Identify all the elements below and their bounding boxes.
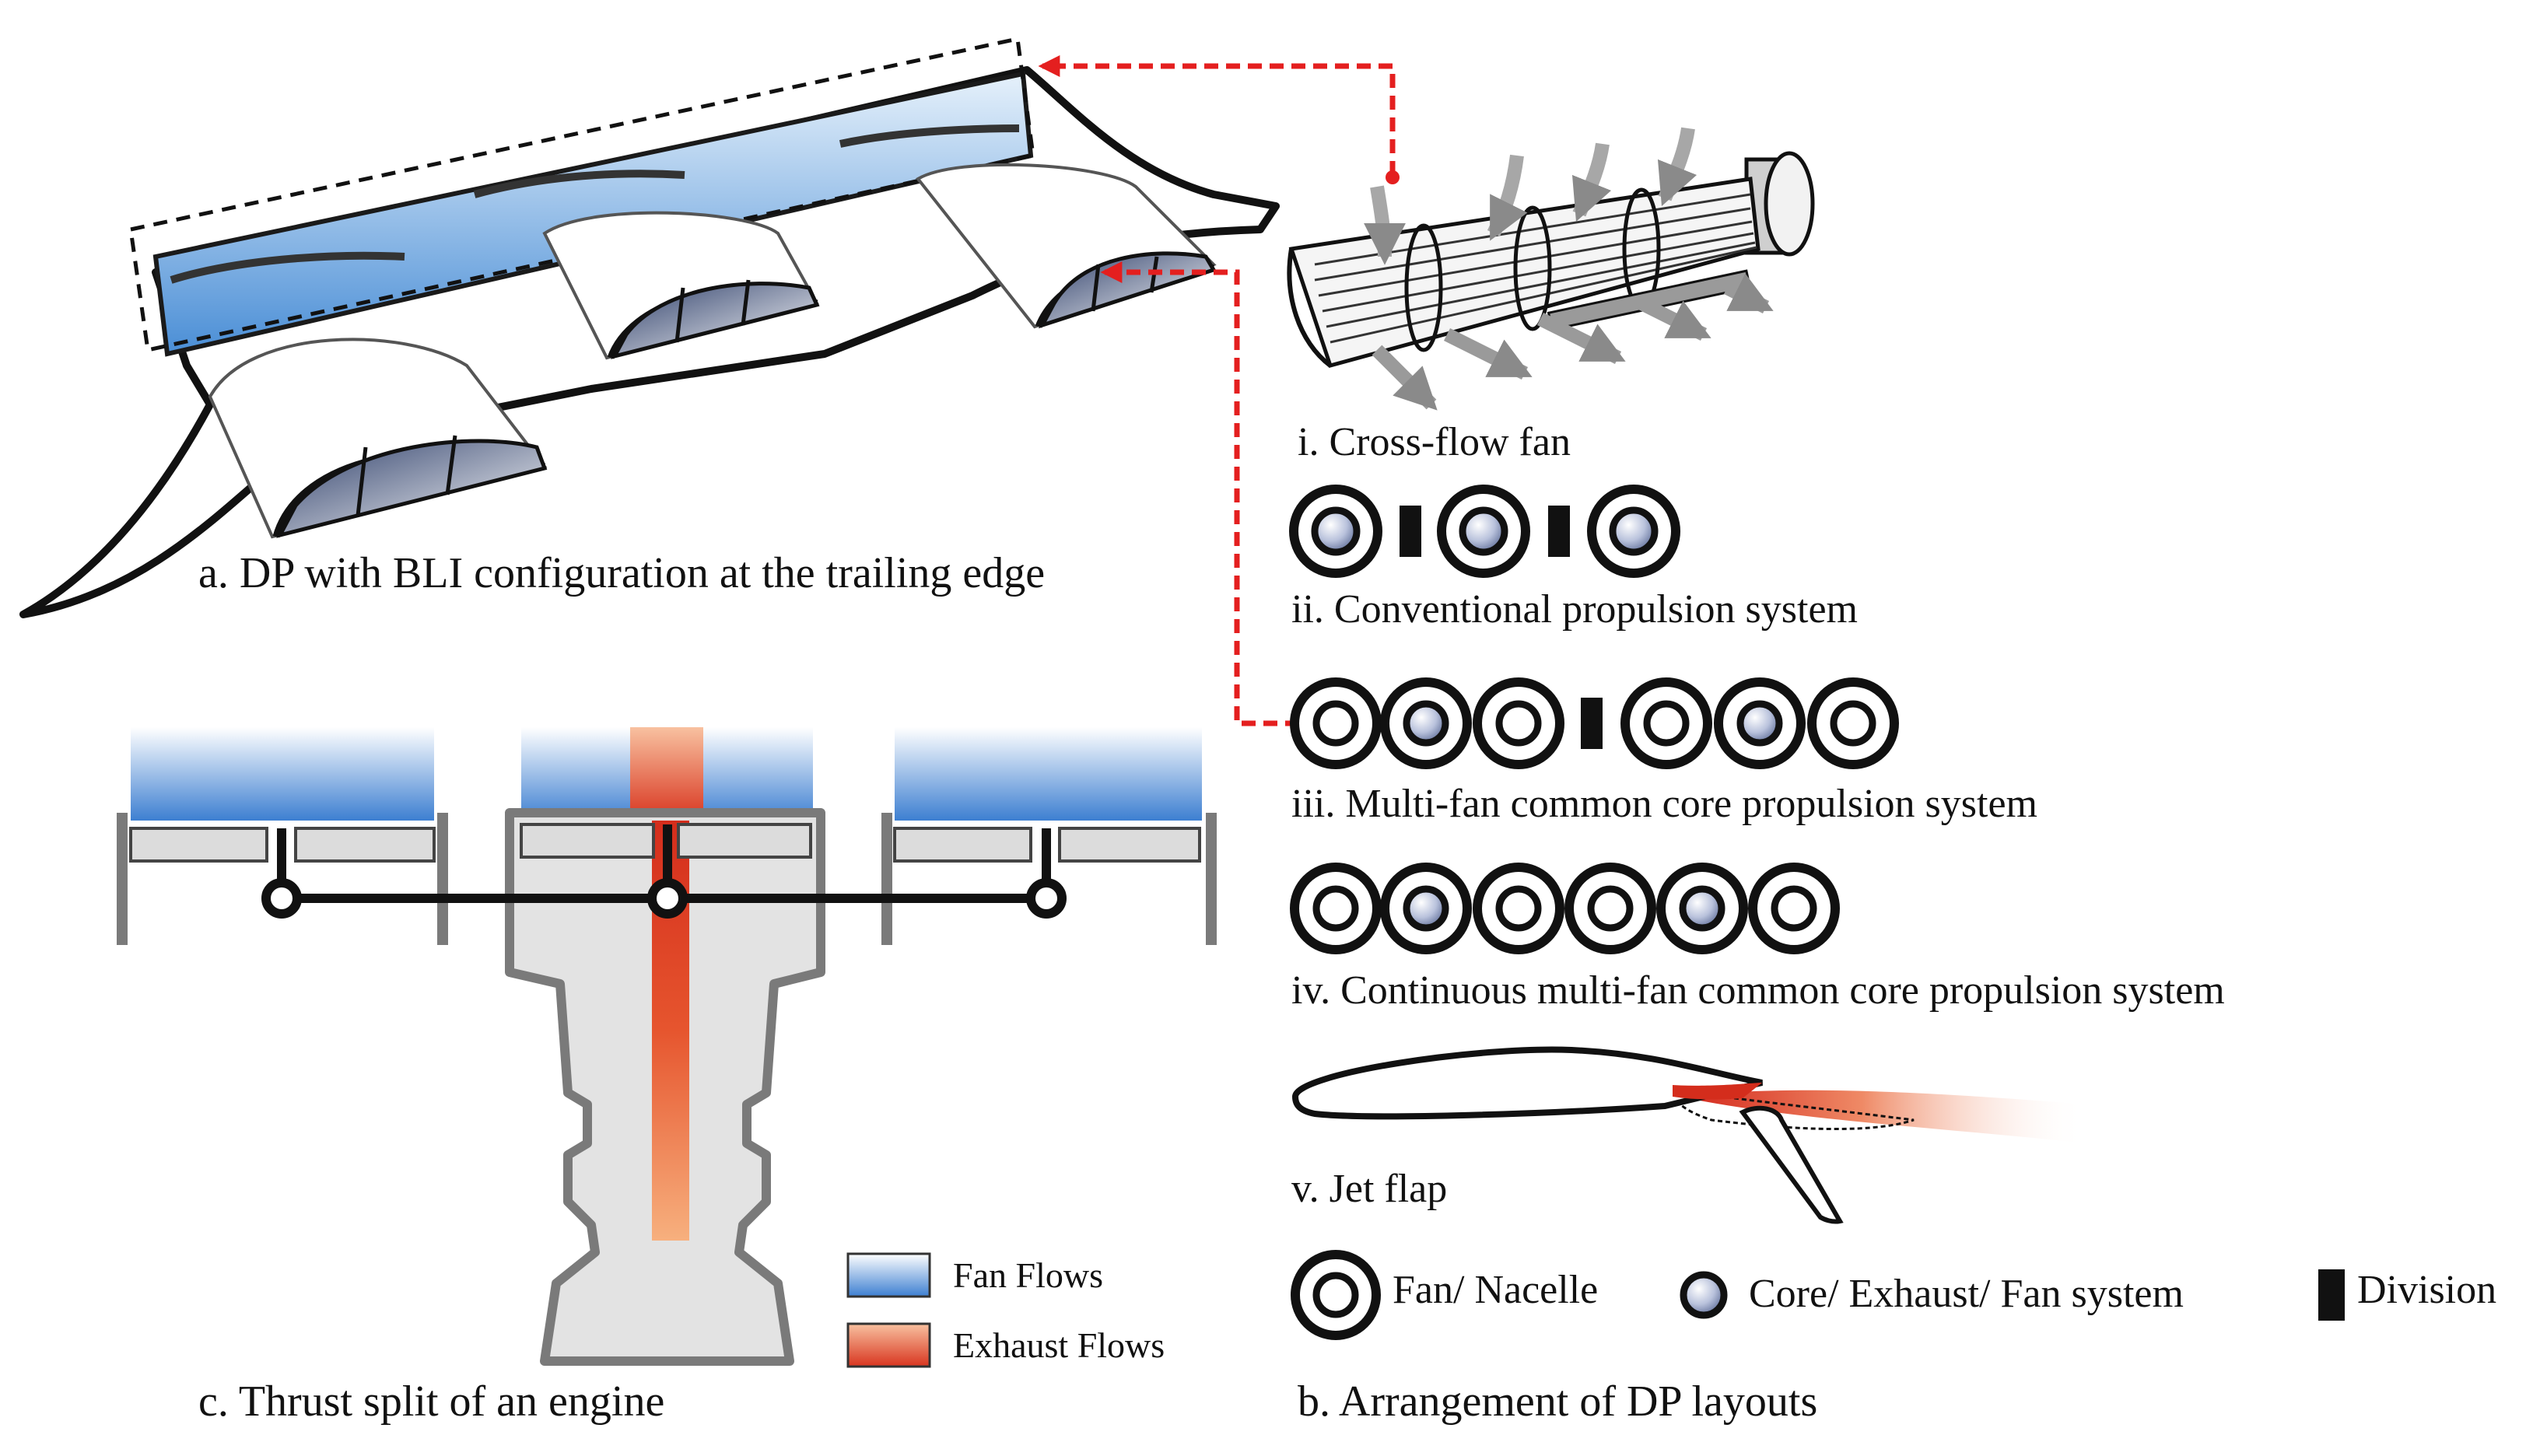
panel-b-legend: Fan/ Nacelle Core/ Exhaust/ Fan system D… [1291,1250,2496,1340]
legend-exhaust-flows: Exhaust Flows [953,1325,1165,1365]
fan-nacelle-icon [1291,1250,1381,1340]
division-icon [2318,1269,2345,1321]
panel-c-thrust-split [117,727,1217,1366]
cross-flow-fan-icon [1287,127,1815,411]
connector-crossflow-to-wing [1038,55,1396,175]
layout-label-jet-flap: v. Jet flap [1291,1167,1447,1211]
panel-c-caption: c. Thrust split of an engine [198,1377,664,1426]
shaft-joint [1026,878,1067,919]
fan-flow-left [131,727,434,821]
fan-nacelle-icon [1437,485,1530,578]
fan-nacelle-icon [1748,863,1840,954]
nacelle-exhaust [542,211,820,360]
legend-fan-nacelle: Fan/ Nacelle [1393,1268,1598,1312]
intake-lip [839,124,1020,148]
fan-nacelle-icon [1380,863,1472,954]
layout-label-cross-flow: i. Cross-flow fan [1298,420,1571,464]
exhaust-flows-swatch [846,1322,931,1368]
division-icon [1581,698,1603,749]
layout-conventional [1289,485,1680,578]
fan-nacelle-icon [1290,677,1382,769]
fan-nacelle-icon [1620,677,1712,769]
intake-lip [473,170,685,198]
fan-flow-right [895,727,1202,821]
layout-label-multi-fan: iii. Multi-fan common core propulsion sy… [1291,782,2037,826]
shaft-joint [261,878,302,919]
layout-label-continuous: iv. Continuous multi-fan common core pro… [1291,968,2225,1013]
jet-flap-airfoil-icon [1291,1046,2085,1224]
layout-label-conventional: ii. Conventional propulsion system [1291,587,1858,632]
layout-continuous-multi-fan [1290,863,1840,954]
panel-a-wing-illustration [19,36,1280,618]
fan-nacelle-icon [1473,863,1564,954]
fan-nacelle-icon [1587,485,1680,578]
connector-multifan-to-nacelle [1100,261,1299,726]
fan-nacelle-icon [1473,677,1564,769]
fan-nacelle-icon [1289,485,1382,578]
fan-nacelle-icon [1290,863,1382,954]
layout-multi-fan [1290,677,1899,769]
intake-lip [170,251,405,284]
fan-nacelle-icon [1656,863,1748,954]
legend-fan-flows: Fan Flows [953,1255,1103,1295]
fan-nacelle-icon [1380,677,1472,769]
fan-flows-swatch [846,1252,931,1298]
division-icon [1400,506,1421,557]
exhaust-flow-top [630,727,703,821]
bli-highlight-box [128,36,1035,353]
nacelle-exhaust [208,338,548,539]
core-exhaust-icon [1680,1271,1728,1319]
shaft-joint [647,878,688,919]
legend-division: Division [2357,1268,2496,1312]
panel-b-caption: b. Arrangement of DP layouts [1298,1377,1817,1426]
division-icon [1548,506,1570,557]
panel-c-legend: Fan Flows Exhaust Flows [846,1252,1165,1368]
fan-nacelle-icon [1807,677,1899,769]
fan-nacelle-icon [1714,677,1806,769]
fan-nacelle-icon [1564,863,1656,954]
legend-core-exhaust: Core/ Exhaust/ Fan system [1749,1272,2184,1316]
panel-a-caption: a. DP with BLI configuration at the trai… [198,549,1045,597]
